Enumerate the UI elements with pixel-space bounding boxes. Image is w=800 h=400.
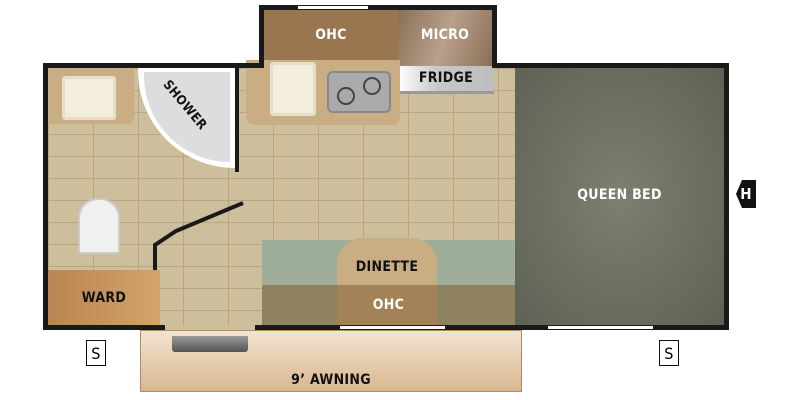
ohc-top-label: OHC [315,27,347,43]
burner-icon [337,87,355,105]
stove [327,71,391,113]
micro-label: MICRO [420,27,470,43]
slideout-right [492,5,497,68]
ohc-bottom-label: OHC [372,297,405,313]
toilet [78,198,120,254]
hitch-marker: H [736,180,756,208]
wall-left [43,63,48,330]
kitchen-sink [270,62,316,116]
burner-icon [363,77,381,95]
fridge [398,66,494,94]
microwave [398,10,492,66]
ohc-bottom-cabinet [262,285,515,325]
wall-right [724,63,729,330]
queen-bed [515,68,724,325]
window [548,326,653,329]
wall-top-right [496,63,729,68]
entry-step [172,336,248,352]
ward-label: WARD [81,289,127,306]
bath-sink [62,76,116,120]
dinette-label: DINETTE [355,259,419,275]
stabilizer-marker-right: S [659,340,679,366]
window [340,326,445,329]
ohc-top-cabinet [264,10,398,66]
wardrobe [48,270,160,325]
fridge-label: FRIDGE [418,70,474,86]
shower-wall [235,68,239,172]
window [298,6,368,9]
entry-door-gap[interactable] [165,325,255,330]
queen-bed-label: QUEEN BED [577,187,662,203]
awning-label: 9’ AWNING [291,372,371,388]
slideout-left [259,5,264,68]
stabilizer-marker-left: S [86,340,106,366]
wall-top-left [43,63,260,68]
slideout-top [259,5,497,10]
